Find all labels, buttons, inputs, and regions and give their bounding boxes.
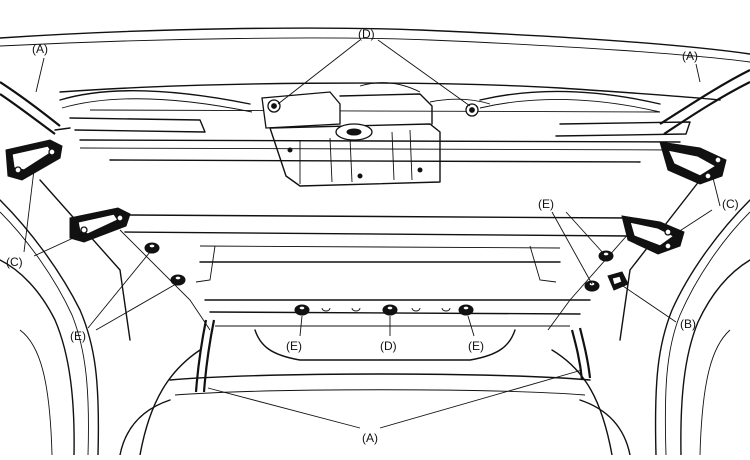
nut-front-right <box>458 304 474 316</box>
callout-d-top: (D) <box>358 27 375 41</box>
callout-labels: (A) (A) (D) (C) (C) (E) (E) (B) (E) (D) … <box>6 27 739 445</box>
bracket-right-lower <box>621 215 685 255</box>
sunroof-motor <box>261 82 441 187</box>
front-frame <box>119 214 631 456</box>
callout-e-left: (E) <box>70 329 86 343</box>
nut-front-left <box>294 304 310 316</box>
nut-left-upper <box>144 242 160 254</box>
motor-bolt-left <box>267 99 281 113</box>
nut-right-lower <box>584 280 600 292</box>
bracket-left-upper <box>5 139 63 181</box>
callout-a-bottom: (A) <box>362 431 378 445</box>
drain-hose-left <box>0 81 71 135</box>
callout-a-top-right: (A) <box>682 49 698 63</box>
bracket-right-upper <box>659 141 727 185</box>
bolt-front-center <box>382 304 398 316</box>
drain-hose-right <box>659 69 750 135</box>
bracket-left-lower <box>69 207 131 243</box>
callout-e-bottom-right: (E) <box>468 339 484 353</box>
callout-a-top-left: (A) <box>32 42 48 56</box>
callout-e-bottom-left: (E) <box>286 339 302 353</box>
drain-hose-lower-left <box>194 319 216 393</box>
callout-e-right: (E) <box>538 197 554 211</box>
callout-b: (B) <box>680 317 696 331</box>
motor-bolt-right <box>465 103 479 117</box>
nut-right-upper <box>598 250 614 262</box>
nut-left-lower <box>170 274 186 286</box>
callout-c-right: (C) <box>722 197 739 211</box>
callout-d-bottom: (D) <box>380 339 397 353</box>
drain-hose-lower-right <box>570 327 592 381</box>
leader-lines <box>23 39 721 429</box>
roof-body-outline <box>0 27 750 163</box>
callout-c-left: (C) <box>6 255 23 269</box>
drive-cables <box>59 90 661 113</box>
